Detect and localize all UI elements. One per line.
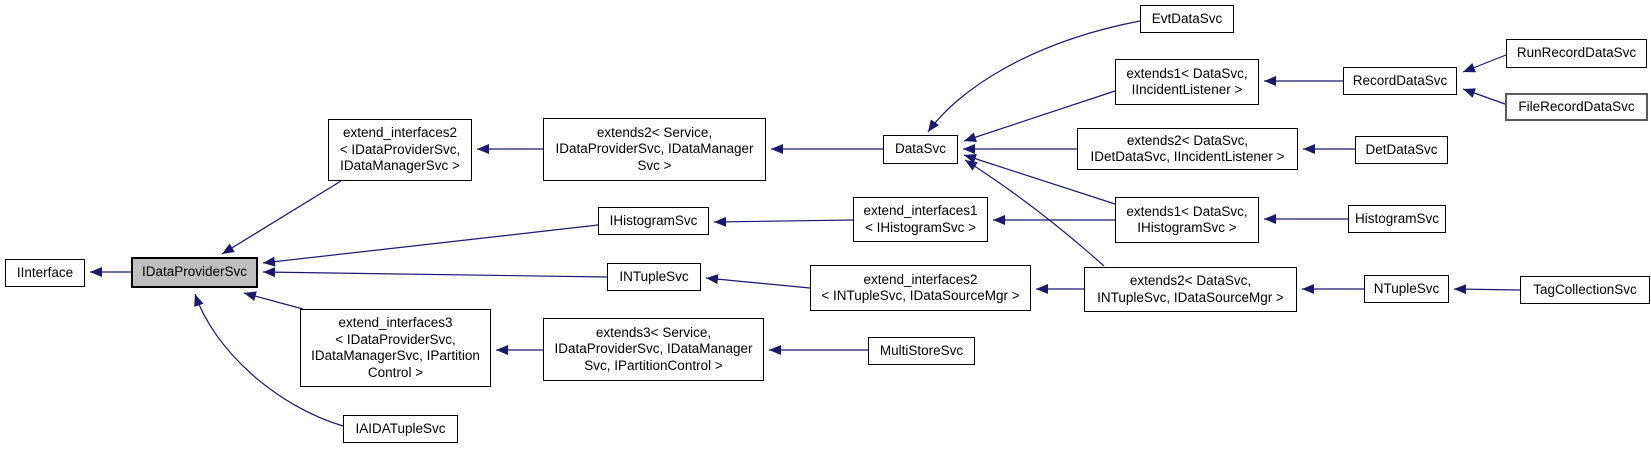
node-histogramsvc[interactable]: HistogramSvc bbox=[1348, 205, 1446, 233]
node-extend-interfaces3[interactable]: extend_interfaces3 < IDataProviderSvc, I… bbox=[300, 309, 491, 387]
node-ihistogramsvc[interactable]: IHistogramSvc bbox=[598, 207, 709, 235]
edge-extend-interfaces2-idataprovidersvc bbox=[221, 180, 342, 255]
edge-extend-interfaces2-ntuple-intuplesvc bbox=[705, 274, 811, 289]
edge-evtdatasvc-datasvc bbox=[927, 20, 1141, 133]
node-extend-interfaces2-ntuple[interactable]: extend_interfaces2 < INTupleSvc, IDataSo… bbox=[810, 265, 1031, 311]
edge-intuplesvc-idataprovidersvc bbox=[262, 267, 608, 278]
edge-extend-interfaces3-idataprovidersvc bbox=[243, 291, 304, 310]
node-intuplesvc[interactable]: INTupleSvc bbox=[607, 263, 701, 291]
node-filerecorddatasvc[interactable]: FileRecordDataSvc bbox=[1505, 93, 1648, 121]
node-extends1-hist[interactable]: extends1< DataSvc, IHistogramSvc > bbox=[1115, 197, 1259, 243]
edge-runrecorddatasvc-recorddatasvc bbox=[1462, 54, 1507, 73]
node-extend-interfaces2-provider[interactable]: extend_interfaces2 < IDataProviderSvc, I… bbox=[328, 119, 472, 181]
node-ntuplesvc[interactable]: NTupleSvc bbox=[1364, 275, 1449, 303]
node-idataprovidersvc: IDataProviderSvc bbox=[131, 257, 258, 288]
node-extends1-incident[interactable]: extends1< DataSvc, IIncidentListener > bbox=[1115, 59, 1259, 105]
node-recorddatasvc[interactable]: RecordDataSvc bbox=[1343, 67, 1457, 95]
edge-extend-interfaces1-ihistogramsvc bbox=[713, 216, 854, 227]
node-iinterface[interactable]: IInterface bbox=[5, 259, 85, 287]
edge-extends1-incident-datasvc bbox=[963, 90, 1116, 142]
node-extends2-ntuple[interactable]: extends2< DataSvc, INTupleSvc, IDataSour… bbox=[1084, 267, 1297, 312]
node-iaidatuplesvc[interactable]: IAIDATupleSvc bbox=[343, 415, 458, 443]
edge-iaidatuplesvc-idataprovidersvc bbox=[194, 293, 344, 427]
node-datasvc[interactable]: DataSvc bbox=[883, 135, 958, 164]
edge-extends1-hist-datasvc bbox=[963, 153, 1116, 205]
node-extends3-service[interactable]: extends3< Service, IDataProviderSvc, IDa… bbox=[543, 318, 764, 381]
node-runrecorddatasvc[interactable]: RunRecordDataSvc bbox=[1506, 39, 1647, 68]
node-multistoresvc[interactable]: MultiStoreSvc bbox=[868, 337, 975, 365]
node-extends2-detdatasvc[interactable]: extends2< DataSvc, IDetDataSvc, IInciden… bbox=[1077, 128, 1298, 170]
edge-tagcollectionsvc-ntuplesvc bbox=[1453, 284, 1521, 295]
edge-extends2-ntuple-datasvc bbox=[964, 159, 1105, 267]
node-extends2-service-provider[interactable]: extends2< Service, IDataProviderSvc, IDa… bbox=[543, 118, 766, 181]
node-extend-interfaces1-hist[interactable]: extend_interfaces1 < IHistogramSvc > bbox=[853, 197, 988, 242]
node-evtdatasvc[interactable]: EvtDataSvc bbox=[1140, 5, 1234, 33]
node-tagcollectionsvc[interactable]: TagCollectionSvc bbox=[1520, 276, 1650, 304]
edge-filerecorddatasvc-recorddatasvc bbox=[1462, 88, 1506, 105]
edge-ihistogramsvc-idataprovidersvc bbox=[262, 224, 599, 267]
node-detdatasvc[interactable]: DetDataSvc bbox=[1355, 136, 1448, 164]
